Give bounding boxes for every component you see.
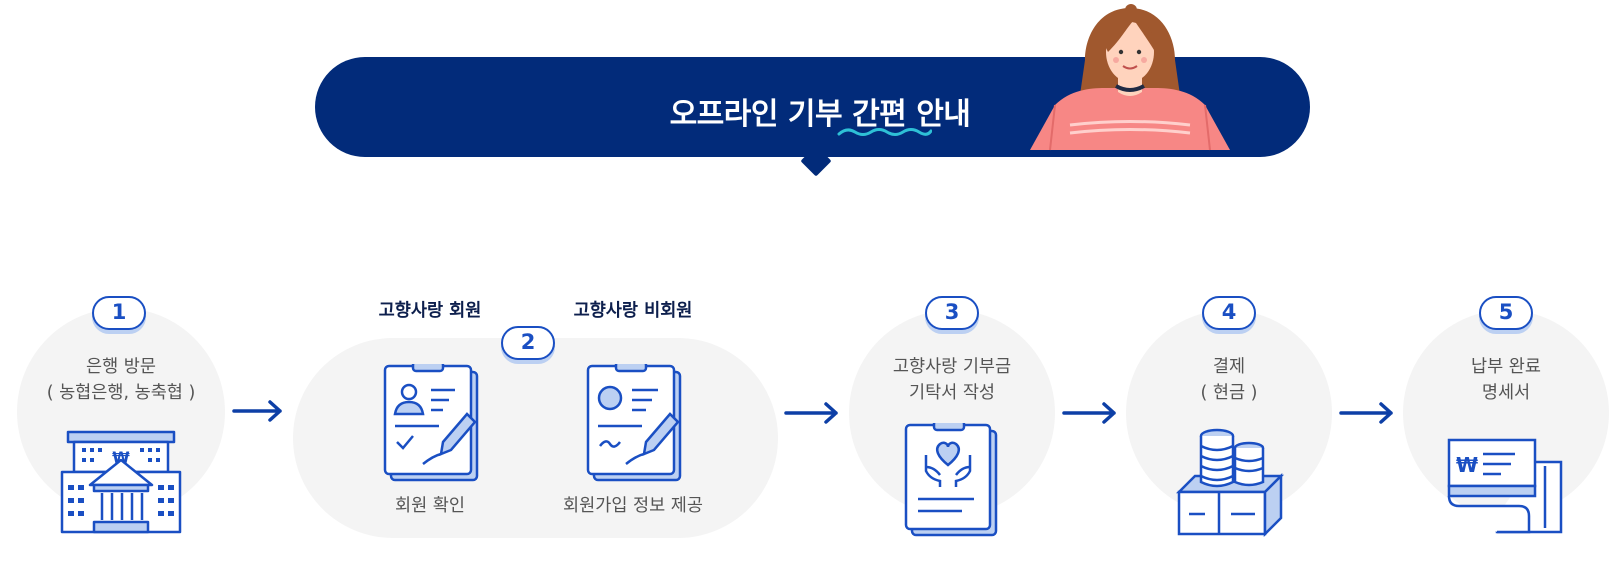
svg-text:₩: ₩ xyxy=(1456,453,1478,477)
svg-text:₩: ₩ xyxy=(112,448,130,467)
step5-label-line2: 명세서 xyxy=(1481,383,1531,403)
nonmember-caption: 회원가입 정보 제공 xyxy=(563,496,703,516)
underline-wave-icon xyxy=(837,128,932,136)
step3-label-line2: 기탁서 작성 xyxy=(908,383,996,403)
step1-label-line1: 은행 방문 xyxy=(86,357,156,377)
step4-label-line2: ( 현금 ) xyxy=(1200,383,1258,403)
step1-label-line2: ( 농협은행, 농축협 ) xyxy=(46,383,196,403)
arrow-right-icon xyxy=(1062,402,1116,424)
member-caption: 회원 확인 xyxy=(395,496,465,516)
receipt-icon: ₩ xyxy=(1447,438,1563,534)
step-number-1: 1 xyxy=(92,296,146,330)
member-heading: 고향사랑 회원 xyxy=(378,301,482,321)
woman-illustration-icon xyxy=(1030,4,1230,151)
step-number-4: 4 xyxy=(1202,296,1256,330)
donation-form-heart-hands-icon xyxy=(904,423,998,537)
bank-building-icon: ₩ xyxy=(60,430,182,534)
nonmember-form-clipboard-icon xyxy=(586,364,682,482)
step5-label-line1: 납부 완료 xyxy=(1471,357,1541,377)
arrow-right-icon xyxy=(784,402,838,424)
nonmember-heading: 고향사랑 비회원 xyxy=(573,301,693,321)
step4-label-line1: 결제 xyxy=(1212,357,1246,377)
arrow-right-icon xyxy=(232,400,282,422)
banner-title: 오프라인 기부 간편 안내 xyxy=(669,97,971,132)
step-number-5: 5 xyxy=(1479,296,1533,330)
step2-bg xyxy=(293,338,778,538)
step-number-2: 2 xyxy=(501,326,555,360)
arrow-right-icon xyxy=(1339,402,1393,424)
step3-label-line1: 고향사랑 기부금 xyxy=(892,357,1012,377)
member-form-clipboard-icon xyxy=(383,364,479,482)
cash-coins-icon xyxy=(1175,428,1285,537)
step-number-3: 3 xyxy=(925,296,979,330)
